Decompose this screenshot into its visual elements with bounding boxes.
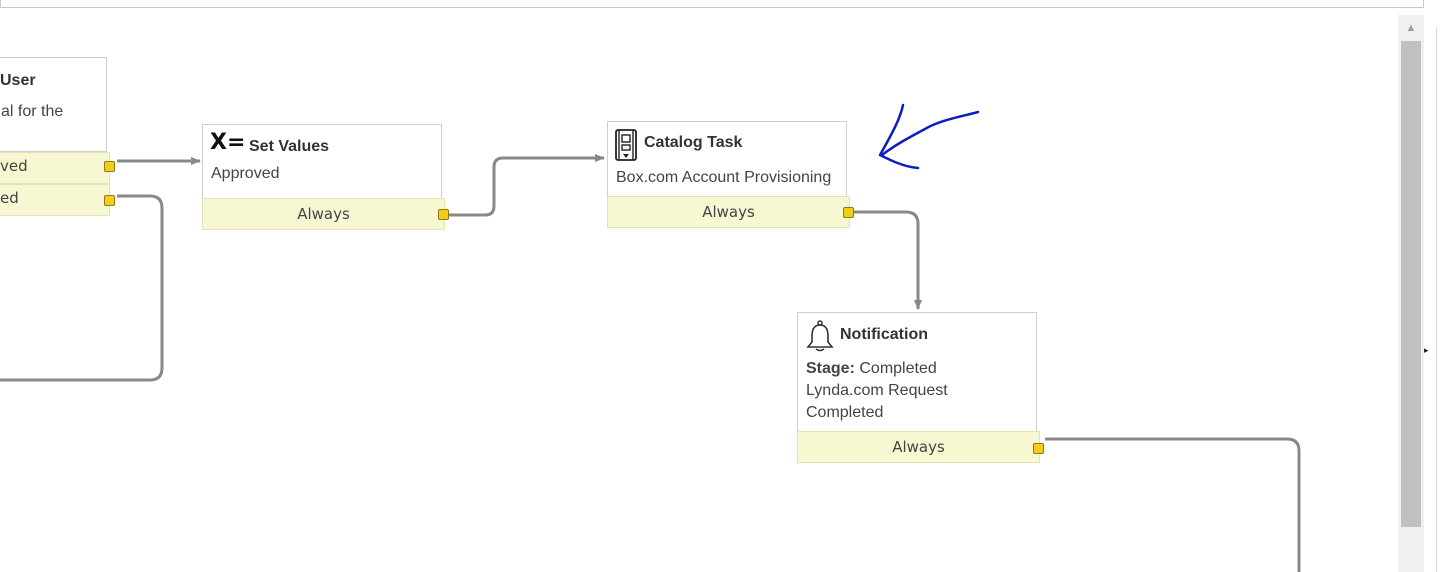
user-node-description: al for the [1,103,64,120]
user-condition-approved[interactable]: ved [0,152,110,184]
right-side-panel [1436,28,1450,572]
wire-set-values-to-catalog-task [449,154,605,217]
set-values-icon: X= [210,130,246,155]
notification-node[interactable]: Notification Stage: Completed Lynda.com … [797,312,1037,432]
catalog-task-icon [615,129,637,166]
notification-description-line1: Lynda.com Request [806,382,948,399]
workflow-connections [0,154,1301,572]
wire-user-rejected-loop [0,194,164,382]
scroll-up-arrow[interactable]: ▲ [1405,22,1417,34]
wire-catalog-task-to-notification [854,210,922,310]
scrollbar-thumb[interactable] [1401,41,1421,527]
hand-drawn-arrow-icon [878,103,980,170]
user-approval-node[interactable]: User al for the [0,57,107,152]
notification-title: Notification [840,326,928,343]
workflow-canvas[interactable]: User al for the ved ed X= Set Values App… [0,0,1398,572]
set-values-description: Approved [211,165,280,182]
user-rejected-port[interactable] [104,195,115,206]
notification-stage-value: Completed [859,360,937,377]
user-condition-rejected[interactable]: ed [0,184,110,216]
set-values-condition[interactable]: Always [202,198,445,230]
catalog-task-node[interactable]: Catalog Task Box.com Account Provisionin… [607,121,847,197]
notification-condition-label: Always [892,438,945,456]
set-values-title: Set Values [249,138,330,155]
user-node-title: User [0,72,36,89]
set-values-out-port[interactable] [438,209,449,220]
set-values-condition-label: Always [297,205,350,223]
catalog-task-description: Box.com Account Provisioning [616,169,832,186]
wire-notification-out [1045,437,1301,572]
notification-out-port[interactable] [1033,443,1044,454]
catalog-task-title: Catalog Task [644,134,743,151]
catalog-task-condition-label: Always [702,203,755,221]
user-condition-approved-label: ved [0,157,28,175]
notification-stage-label: Stage: [806,360,855,377]
notification-description-line2: Completed [806,404,884,421]
notification-condition[interactable]: Always [797,431,1040,463]
notification-description: Stage: Completed Lynda.com Request Compl… [806,358,948,424]
user-condition-rejected-label: ed [0,189,19,207]
top-input-bar [0,0,1424,8]
catalog-task-condition[interactable]: Always [607,196,850,228]
bell-icon [806,320,834,357]
set-values-node[interactable]: X= Set Values Approved [202,124,442,199]
user-approved-port[interactable] [104,161,115,172]
catalog-task-out-port[interactable] [843,207,854,218]
panel-expand-arrow-icon[interactable]: ▸ [1424,345,1429,355]
